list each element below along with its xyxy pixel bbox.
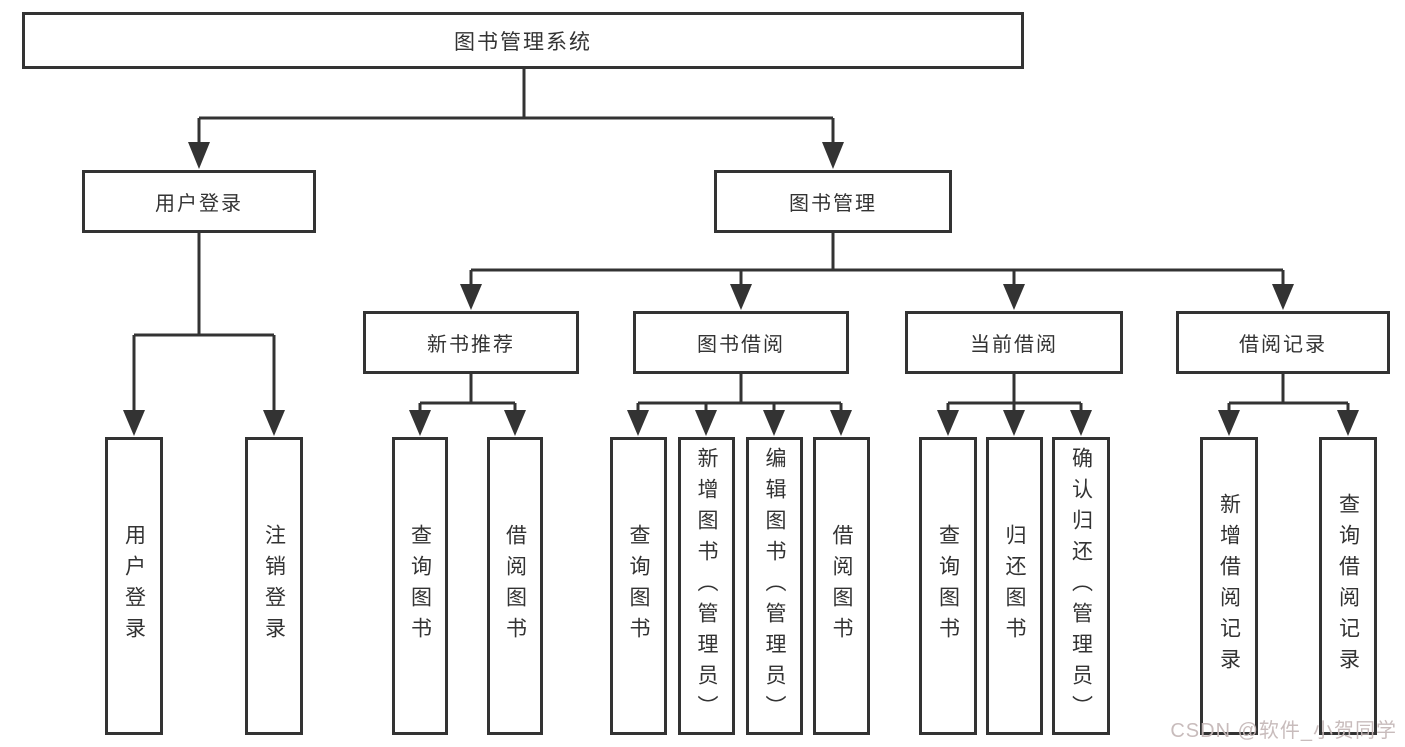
leaf-borrow-books-1: 借阅图书 (487, 437, 543, 735)
node-book-management: 图书管理 (714, 170, 952, 233)
connector-current-to-leaves (937, 374, 1092, 436)
connector-records-to-leaves (1218, 374, 1359, 436)
leaf-return-book-label: 归还图书 (1003, 524, 1026, 648)
node-new-book-recommend: 新书推荐 (363, 311, 579, 374)
node-user-login-label: 用户登录 (155, 193, 243, 215)
leaf-borrow-books-1-label: 借阅图书 (503, 524, 527, 648)
node-root: 图书管理系统 (22, 12, 1024, 69)
node-book-management-label: 图书管理 (789, 193, 877, 215)
connector-userlogin-to-leaves (123, 233, 285, 436)
node-borrow-records: 借阅记录 (1176, 311, 1390, 374)
node-user-login: 用户登录 (82, 170, 316, 233)
connector-root-to-level2 (188, 69, 844, 169)
leaf-return-book: 归还图书 (986, 437, 1043, 735)
leaf-query-books-2: 查询图书 (610, 437, 667, 735)
node-current-borrow-label: 当前借阅 (970, 334, 1058, 356)
leaf-query-books-2-label: 查询图书 (627, 524, 650, 648)
leaf-edit-book-admin: 编辑图书（管理员） (746, 437, 803, 735)
node-book-borrow-label: 图书借阅 (697, 334, 785, 356)
leaf-query-borrow-record: 查询借阅记录 (1319, 437, 1377, 735)
connector-bookmgmt-to-level3 (460, 233, 1294, 310)
leaf-confirm-return-admin: 确认归还（管理员） (1052, 437, 1110, 735)
node-new-book-recommend-label: 新书推荐 (427, 334, 515, 356)
leaf-add-book-admin: 新增图书（管理员） (678, 437, 735, 735)
leaf-add-borrow-record: 新增借阅记录 (1200, 437, 1258, 735)
node-borrow-records-label: 借阅记录 (1239, 334, 1327, 356)
watermark: CSDN @软件_小贺同学 (1170, 720, 1397, 742)
node-root-label: 图书管理系统 (454, 30, 592, 54)
leaf-user-login: 用户登录 (105, 437, 163, 735)
connector-borrow-to-leaves (627, 374, 852, 436)
leaf-query-books-3-label: 查询图书 (936, 524, 960, 648)
leaf-borrow-books-2: 借阅图书 (813, 437, 870, 735)
leaf-logout: 注销登录 (245, 437, 303, 735)
leaf-logout-label: 注销登录 (262, 524, 286, 648)
node-current-borrow: 当前借阅 (905, 311, 1123, 374)
leaf-add-borrow-record-label: 新增借阅记录 (1217, 493, 1241, 679)
leaf-query-borrow-record-label: 查询借阅记录 (1336, 493, 1360, 679)
connector-newbooks-to-leaves (409, 374, 526, 436)
leaf-query-books-1: 查询图书 (392, 437, 448, 735)
leaf-query-books-3: 查询图书 (919, 437, 977, 735)
leaf-confirm-return-admin-label: 确认归还（管理员） (1069, 446, 1093, 726)
leaf-query-books-1-label: 查询图书 (408, 524, 432, 648)
leaf-add-book-admin-label: 新增图书（管理员） (695, 446, 718, 726)
leaf-user-login-label: 用户登录 (122, 524, 146, 648)
leaf-edit-book-admin-label: 编辑图书（管理员） (763, 446, 786, 726)
node-book-borrow: 图书借阅 (633, 311, 849, 374)
leaf-borrow-books-2-label: 借阅图书 (830, 524, 853, 648)
